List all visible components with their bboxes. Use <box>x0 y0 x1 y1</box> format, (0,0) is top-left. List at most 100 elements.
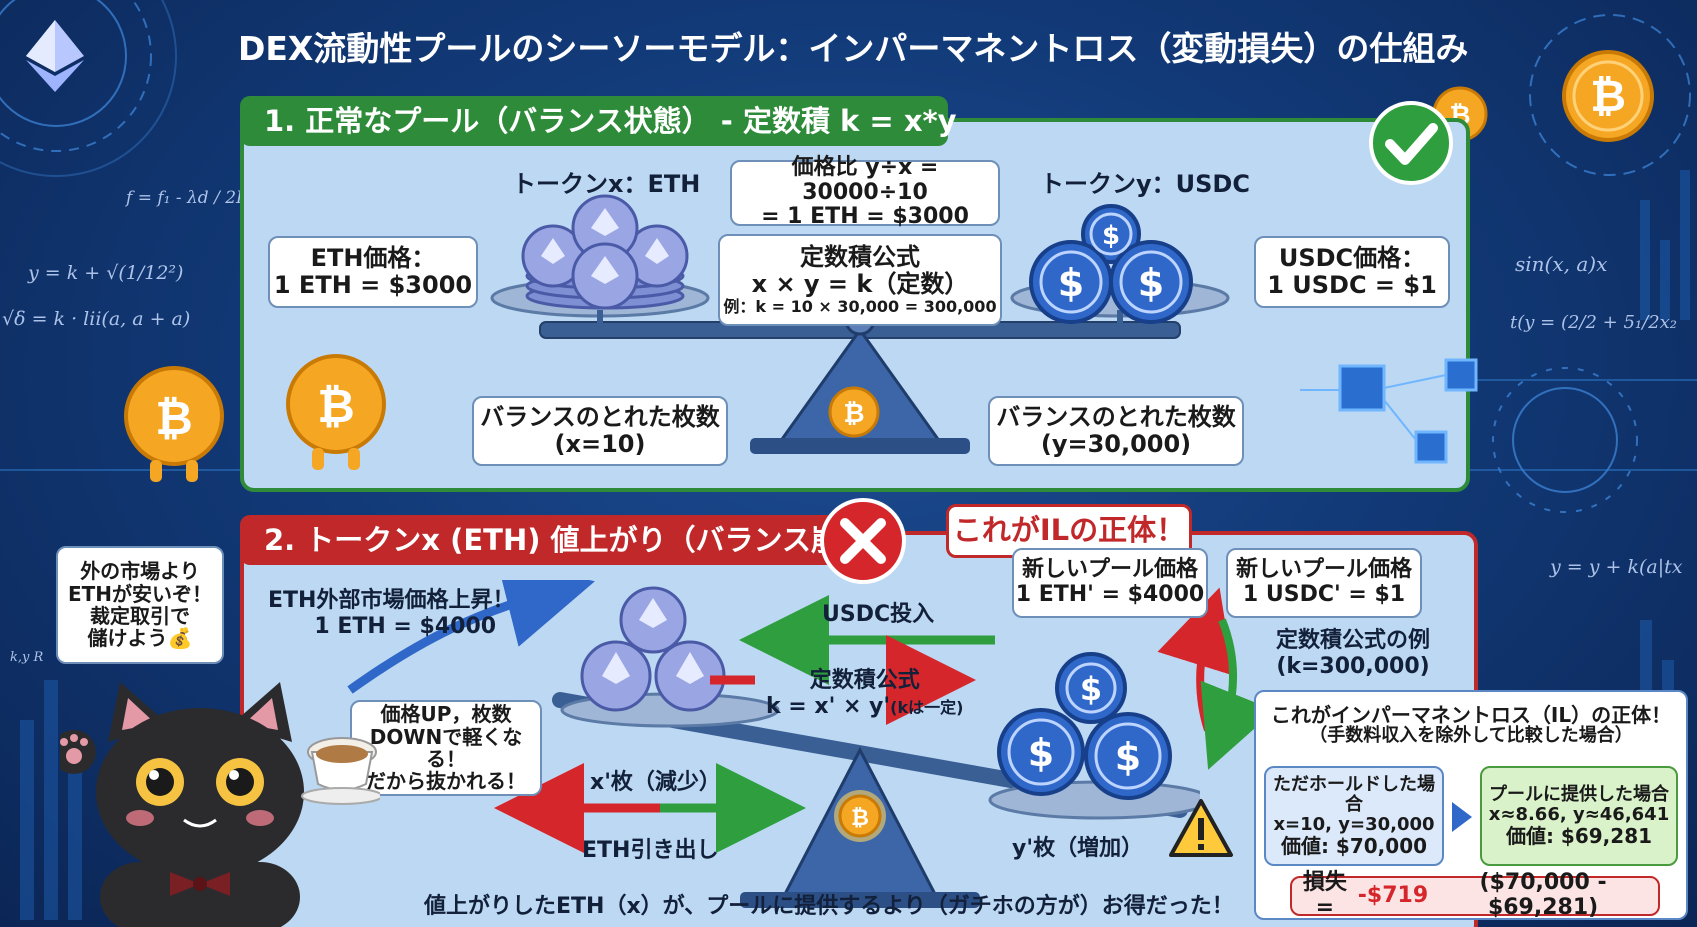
flow-arrows <box>347 580 1275 853</box>
formula-example: 例：k = 10 × 30,000 = 300,000 <box>723 296 997 316</box>
price-ratio-box: 価格比 y÷x = 30000÷10 = 1 ETH = $3000 <box>730 155 1000 229</box>
light-line1: 価格UP，枚数 <box>380 702 512 727</box>
svg-text:₿: ₿ <box>317 379 355 433</box>
cat-speech-bubble: 外の市場より ETHが安いぞ！ 裁定取引で 儲けよう💰 <box>56 546 224 664</box>
bottom-note: 値上がりしたETH（x）が、プールに提供するより（ガチホの方が）お得だった！ <box>424 894 1234 919</box>
cat-line4: 儲けよう💰 <box>87 626 193 651</box>
math-formula-4: sin(x, a)x <box>1515 252 1608 276</box>
pool-line2: x≈8.66, y≈46,641 <box>1488 803 1670 825</box>
light-line3: だから抜かれる！ <box>366 769 526 794</box>
balance-right-line1: バランスのとれた枚数 <box>996 403 1236 432</box>
svg-text:$: $ <box>1138 261 1164 305</box>
svg-text:$: $ <box>1028 731 1054 775</box>
formula-title: 定数積公式 <box>800 243 920 272</box>
page-title: DEX流動性プールのシーソーモデル：インパーマネントロス（変動損失）の仕組み <box>238 29 1469 68</box>
new-usdc-line1: 新しいプール価格 <box>1235 557 1412 583</box>
usdc-price-line2: 1 USDC = $1 <box>1267 271 1437 299</box>
cross-mark-icon <box>820 498 906 584</box>
external-price-line2: 1 ETH = $4000 <box>314 614 497 639</box>
new-eth-line2: 1 ETH' = $4000 <box>1015 582 1205 607</box>
usdc-coins-increased-icon: $ $ $ <box>997 652 1172 800</box>
k-example-line2: (k=300,000) <box>1276 654 1430 679</box>
hold-line2: x=10, y=30,000 <box>1273 813 1435 835</box>
hold-line3: 価値: $70,000 <box>1280 834 1428 859</box>
pool-line3: 価値: $69,281 <box>1505 823 1653 848</box>
section1-header: 1. 正常なプール（バランス状態） - 定数積 k = x*y <box>240 96 957 146</box>
external-price-label: ETH外部市場価格上昇！ 1 ETH = $4000 <box>268 582 514 639</box>
formula2-note: (kは一定) <box>890 698 964 717</box>
section2-header: 2. トークンx (ETH) 値上がり（バランス崩壊） <box>240 515 898 565</box>
black-cat-mascot-icon <box>60 682 380 927</box>
hold-case-box: ただホールドした場合 x=10, y=30,000 価値: $70,000 <box>1264 766 1444 866</box>
bitcoin-mascot-right-icon: ₿ <box>286 354 386 470</box>
fulcrum-bitcoin-icon: ₿ <box>828 386 880 438</box>
balance-left-line1: バランスのとれた枚数 <box>480 403 720 432</box>
pool-line1: プールに提供した場合 <box>1489 783 1669 805</box>
warning-icon <box>1169 799 1233 857</box>
blockchain-cubes-icon <box>1300 358 1478 464</box>
svg-text:₿: ₿ <box>155 391 193 445</box>
eth-coins-reduced-icon <box>580 586 726 712</box>
svg-text:₿: ₿ <box>851 806 869 831</box>
x-decrease-label: x'枚（減少） <box>590 770 721 795</box>
usdc-coin-pile-icon: $$$ <box>1029 204 1193 324</box>
new-usdc-price-bubble: 新しいプール価格 1 USDC' = $1 <box>1226 548 1422 618</box>
eth-price-bubble: ETH価格： 1 ETH = $3000 <box>268 236 478 308</box>
new-eth-price-bubble: 新しいプール価格 1 ETH' = $4000 <box>1012 548 1208 618</box>
eth-price-line2: 1 ETH = $3000 <box>273 271 473 299</box>
cat-line2: ETHが安いぞ！ <box>67 581 213 606</box>
balance-right-line2: (y=30,000) <box>1040 430 1192 458</box>
bitcoin-mascot-left-icon: ₿ <box>124 366 224 482</box>
svg-text:$: $ <box>1115 735 1141 779</box>
il-title-line1: これがインパーマネントロス（IL）の正体！ <box>1270 703 1672 727</box>
formula-box: 定数積公式 x × y = k（定数） 例：k = 10 × 30,000 = … <box>718 234 1002 326</box>
usdc-price-line1: USDC価格： <box>1278 244 1426 273</box>
light-line2: DOWNで軽くなる！ <box>369 724 523 771</box>
svg-text:₿: ₿ <box>843 399 864 429</box>
token-y-label: トークンy：USDC <box>1040 170 1250 198</box>
loss-value: -$719 <box>1357 882 1429 908</box>
balance-right-box: バランスのとれた枚数 (y=30,000) <box>988 396 1244 466</box>
compare-arrow-icon <box>1452 802 1472 832</box>
k-example-line1: 定数積公式の例 <box>1276 628 1431 653</box>
balance-left-box: バランスのとれた枚数 (x=10) <box>472 396 728 466</box>
math-formula-6: y = y + k(a|tx <box>1550 556 1683 578</box>
pool-case-box: プールに提供した場合 x≈8.66, y≈46,641 価値: $69,281 <box>1480 766 1678 866</box>
usdc-in-label: USDC投入 <box>822 602 935 627</box>
price-ratio-line2: = 1 ETH = $3000 <box>761 204 969 230</box>
ethereum-logo-icon <box>26 20 84 92</box>
il-title-line2: （手数料収入を除外して比較した場合） <box>1309 725 1633 747</box>
math-formula-1: f = f₁ - λd / 2R 2π <box>126 188 277 208</box>
balance-left-line2: (x=10) <box>554 430 646 458</box>
usdc-price-bubble: USDC価格： 1 USDC = $1 <box>1254 236 1450 308</box>
hold-line1: ただホールドした場合 <box>1273 773 1435 815</box>
svg-text:$: $ <box>1080 670 1102 708</box>
lighter-explain-bubble: 価格UP，枚数 DOWNで軽くなる！ だから抜かれる！ <box>350 700 542 796</box>
svg-text:₿: ₿ <box>1590 71 1626 122</box>
formula-main: x × y = k（定数） <box>751 270 969 299</box>
y-increase-label: y'枚（増加） <box>1012 836 1144 861</box>
token-x-label: トークンx：ETH <box>512 170 701 198</box>
check-mark-icon <box>1369 101 1453 185</box>
formula2-label: 定数積公式 k = x' × y'(kは一定) <box>766 662 963 719</box>
math-formula-5: t(y = (2/2 + 5₁/2x₂ <box>1510 312 1678 333</box>
eth-price-line1: ETH価格： <box>310 244 436 273</box>
formula2-main: k = x' × y' <box>766 694 891 719</box>
cat-line3: 裁定取引で <box>90 604 190 628</box>
math-formula-3: √δ = k · lii(a, a + a) <box>2 308 191 330</box>
svg-text:$: $ <box>1058 261 1084 305</box>
bitcoin-coin-icon: ₿ <box>1562 50 1654 142</box>
loss-label: 損失 = <box>1302 870 1347 920</box>
math-formula-2: y = k + √(1/12²) <box>28 262 184 284</box>
eth-withdraw-label: ETH引き出し <box>582 838 719 863</box>
k-example-label: 定数積公式の例 (k=300,000) <box>1276 622 1430 679</box>
eth-coin-stack-icon <box>521 194 689 310</box>
external-price-line1: ETH外部市場価格上昇！ <box>268 588 515 613</box>
loss-box: 損失 = -$719 ($70,000 - $69,281) <box>1290 870 1660 920</box>
cat-line1: 外の市場より <box>80 559 200 584</box>
loss-calc: ($70,000 - $69,281) <box>1479 870 1607 920</box>
math-formula-7: k,y R <box>10 650 44 665</box>
new-usdc-line2: 1 USDC' = $1 <box>1242 582 1406 607</box>
fulcrum-bitcoin-glow-icon: ₿ <box>834 790 886 842</box>
